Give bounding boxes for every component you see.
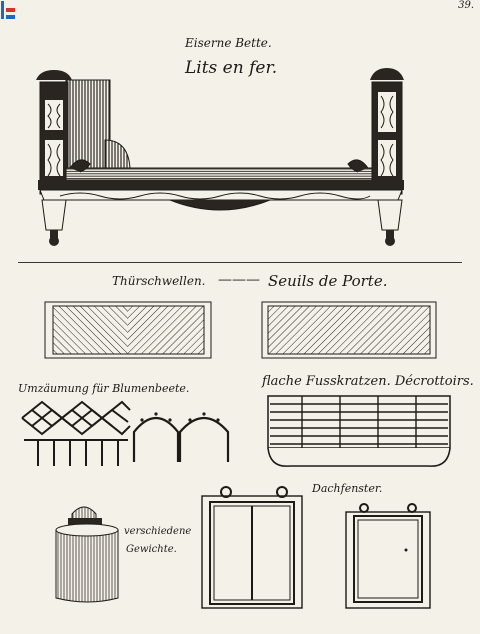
title-scraper: flache Fusskratzen. Décrottoirs. xyxy=(262,374,474,389)
title-bed-french: Lits en fer. xyxy=(185,58,278,78)
weights-label-line2: Gewichte. xyxy=(126,544,177,555)
title-dash: ——— xyxy=(218,272,260,288)
iron-bed-illustration xyxy=(36,68,404,246)
title-bed-german: Eiserne Bette. xyxy=(185,36,272,50)
title-threshold-french: Seuils de Porte. xyxy=(268,272,388,290)
title-threshold-german: Thürschwellen. xyxy=(112,274,206,288)
corner-mark-icon xyxy=(1,1,15,19)
title-roof-window: Dachfenster. xyxy=(312,482,383,495)
weights-label-line1: verschiedene xyxy=(124,526,192,537)
section-divider xyxy=(18,262,462,263)
page-number: 39. xyxy=(458,0,474,11)
title-fence: Umzäumung für Blumenbeete. xyxy=(18,382,190,395)
